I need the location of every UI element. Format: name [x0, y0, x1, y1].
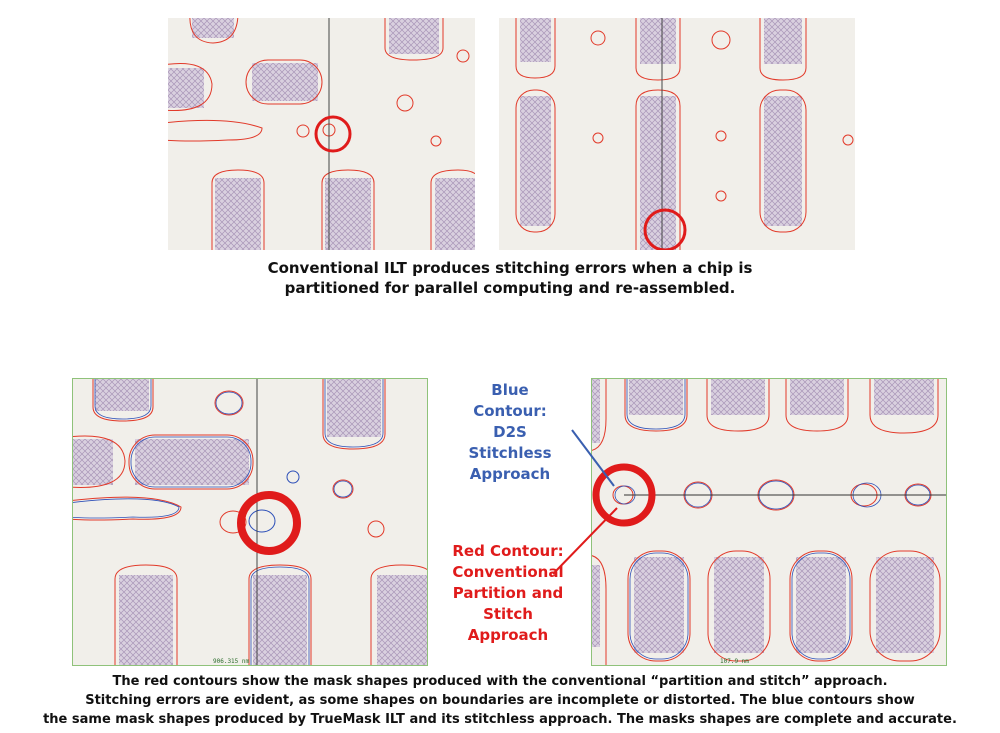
mask-shape: [325, 178, 371, 250]
top-caption-line: partitioned for parallel computing and r…: [284, 279, 736, 297]
red-label-line: Stitch: [483, 605, 533, 623]
red-label-line: Approach: [467, 626, 549, 644]
mask-shape: [764, 96, 802, 226]
mask-shape: [435, 178, 475, 250]
top-caption-line: Conventional ILT produces stitching erro…: [267, 259, 753, 277]
blue-label-line: Contour:: [473, 402, 547, 420]
mask-shape: [252, 63, 318, 101]
mask-shape: [796, 557, 846, 653]
bottom-caption: The red contours show the mask shapes pr…: [0, 672, 1000, 729]
blue-label-line: Blue: [491, 381, 529, 399]
stitch-error-highlight: [643, 208, 687, 250]
mask-shape: [592, 565, 600, 647]
mask-shape: [634, 557, 684, 653]
mask-shape: [874, 379, 934, 415]
stitch-error-highlight: [314, 115, 352, 153]
mask-shape: [640, 18, 676, 64]
mask-shape: [520, 18, 551, 62]
mask-shape: [135, 439, 249, 485]
mask-shape: [520, 96, 551, 226]
mask-shape: [253, 575, 307, 665]
top-left-mask-diagram: [168, 18, 475, 250]
red-label-line: Partition and: [452, 584, 564, 602]
mask-shape: [215, 178, 261, 250]
bottom-left-mask-panel: 906.315 nm: [72, 378, 428, 666]
mask-shape: [377, 575, 427, 665]
mask-shape: [876, 557, 934, 653]
mask-shape: [95, 379, 149, 411]
mask-shape: [119, 575, 173, 665]
top-caption: Conventional ILT produces stitching erro…: [160, 258, 860, 298]
bottom-right-mask-panel: 107.9 nm: [591, 378, 947, 666]
mask-shape: [389, 18, 439, 54]
red-contour-label: Red Contour: Conventional Partition and …: [447, 541, 569, 646]
mask-shape: [714, 557, 764, 653]
blue-label-line: Stitchless: [468, 444, 552, 462]
blue-label-line: D2S: [493, 423, 527, 441]
red-label-line: Red Contour:: [452, 542, 564, 560]
top-left-mask-panel: [168, 18, 475, 250]
stitch-error-highlight: [237, 491, 301, 555]
bottom-caption-line: The red contours show the mask shapes pr…: [112, 674, 888, 689]
bottom-left-mask-diagram: [73, 379, 427, 665]
mask-shape: [168, 68, 204, 108]
mask-shape: [790, 379, 844, 415]
scale-label: 107.9 nm: [720, 658, 749, 665]
mask-shape: [192, 18, 234, 38]
bottom-caption-line: the same mask shapes produced by TrueMas…: [43, 712, 957, 727]
blue-label-line: Approach: [469, 465, 551, 483]
scale-label: 906.315 nm: [213, 658, 250, 665]
stitch-error-highlight: [592, 463, 656, 527]
mask-shape: [764, 18, 802, 64]
mask-shape: [592, 379, 600, 443]
bottom-right-mask-diagram: [592, 379, 946, 665]
red-label-line: Conventional: [452, 563, 564, 581]
mask-shape: [711, 379, 765, 415]
mask-shape: [629, 379, 683, 415]
top-right-mask-diagram: [515, 18, 854, 250]
top-right-mask-panel: [499, 18, 855, 250]
blue-contour-label: Blue Contour: D2S Stitchless Approach: [455, 380, 565, 485]
bottom-caption-line: Stitching errors are evident, as some sh…: [85, 693, 915, 708]
mask-shape: [327, 379, 381, 437]
mask-shape: [73, 439, 113, 485]
